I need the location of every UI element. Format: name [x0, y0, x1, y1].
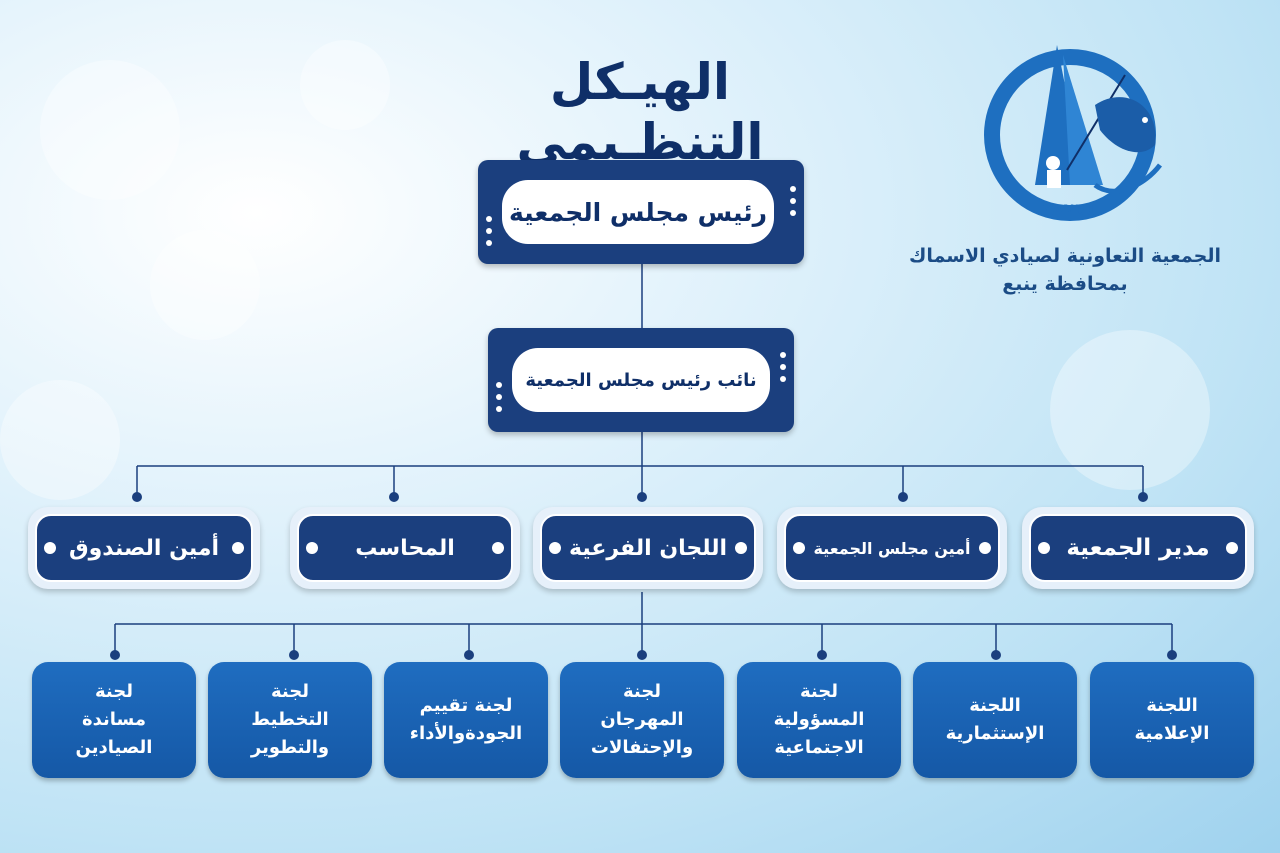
decorative-dot	[979, 542, 991, 554]
committee-social-responsibility: لجنة المسؤولية الاجتماعية	[737, 662, 901, 778]
board-secretary-label: أمين مجلس الجمعية	[784, 514, 1000, 582]
decorative-dot	[1038, 542, 1050, 554]
decorative-dots	[790, 186, 796, 216]
background-bokeh	[1050, 330, 1210, 490]
decorative-dots	[496, 382, 502, 412]
organization-name-line1: الجمعية التعاونية لصيادي الاسماك	[909, 245, 1221, 267]
committee-planning-label: لجنة التخطيط والتطوير	[250, 681, 330, 758]
decorative-dot	[492, 542, 504, 554]
vice-chairman-label: نائب رئيس مجلس الجمعية	[512, 348, 770, 412]
decorative-dot	[793, 542, 805, 554]
manager-box: مدير الجمعية	[1022, 507, 1254, 589]
decorative-dot	[306, 542, 318, 554]
sub-committees-box: اللجان الفرعية	[533, 507, 763, 589]
committee-investment-label: اللجنة الإستثمارية	[945, 695, 1045, 744]
background-bokeh	[300, 40, 390, 130]
decorative-dots	[486, 216, 492, 246]
board-secretary-box: أمين مجلس الجمعية	[777, 507, 1007, 589]
background-bokeh	[150, 230, 260, 340]
accountant-box: المحاسب	[290, 507, 520, 589]
manager-label: مدير الجمعية	[1029, 514, 1247, 582]
chairman-box: رئيس مجلس الجمعية	[478, 160, 804, 264]
committee-quality: لجنة تقييم الجودةوالأداء	[384, 662, 548, 778]
decorative-dot	[232, 542, 244, 554]
background-bokeh	[40, 60, 180, 200]
organization-name: الجمعية التعاونية لصيادي الاسماك بمحافظة…	[900, 242, 1230, 298]
yanbu-fishing-logo: YANBU	[984, 45, 1162, 221]
decorative-dots	[780, 352, 786, 382]
committee-media-label: اللجنة الإعلامية	[1134, 695, 1210, 744]
committee-quality-label: لجنة تقييم الجودةوالأداء	[409, 695, 523, 744]
committee-media: اللجنة الإعلامية	[1090, 662, 1254, 778]
background-bokeh	[0, 380, 120, 500]
sub-committees-label: اللجان الفرعية	[540, 514, 756, 582]
treasurer-label: أمين الصندوق	[35, 514, 253, 582]
committee-planning: لجنة التخطيط والتطوير	[208, 662, 372, 778]
committee-social-responsibility-label: لجنة المسؤولية الاجتماعية	[773, 681, 865, 758]
accountant-label: المحاسب	[297, 514, 513, 582]
vice-chairman-box: نائب رئيس مجلس الجمعية	[488, 328, 794, 432]
decorative-dot	[735, 542, 747, 554]
committee-festival: لجنة المهرجان والإحتفالات	[560, 662, 724, 778]
decorative-dot	[549, 542, 561, 554]
committee-festival-label: لجنة المهرجان والإحتفالات	[590, 681, 694, 758]
treasurer-box: أمين الصندوق	[28, 507, 260, 589]
chairman-label: رئيس مجلس الجمعية	[502, 180, 774, 244]
committee-fishermen-support: لجنة مساندة الصيادين	[32, 662, 196, 778]
organization-name-line2: بمحافظة ينبع	[1002, 273, 1128, 295]
logo-text: YANBU	[1042, 203, 1096, 219]
decorative-dot	[1226, 542, 1238, 554]
committee-investment: اللجنة الإستثمارية	[913, 662, 1077, 778]
decorative-dot	[44, 542, 56, 554]
committee-fishermen-support-label: لجنة مساندة الصيادين	[75, 681, 153, 758]
